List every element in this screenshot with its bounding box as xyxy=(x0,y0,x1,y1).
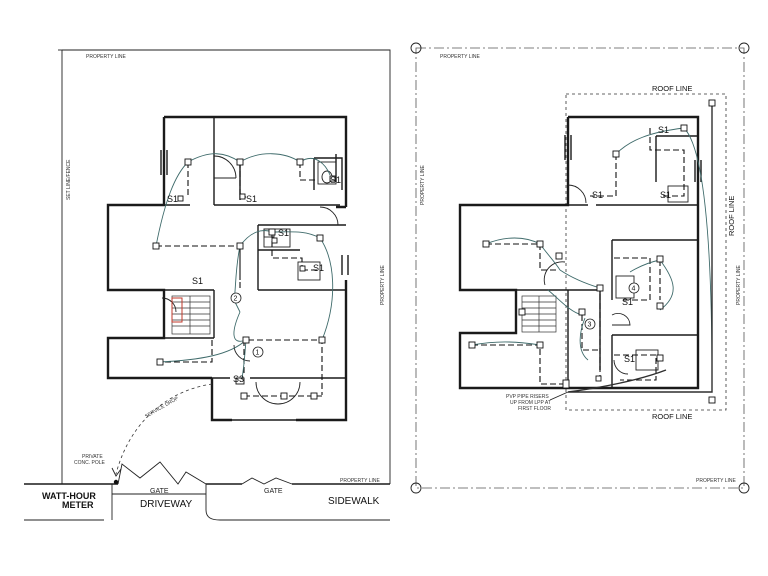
property-line-top-label: PROPERTY LINE xyxy=(86,54,126,60)
ground-s1-label: S1 xyxy=(278,228,289,238)
second-s1-label: S1 xyxy=(624,354,635,364)
second-circuit-number: 3 xyxy=(588,322,592,329)
house-inner-walls xyxy=(164,117,346,421)
ground-circuit-number: 2 xyxy=(234,296,238,303)
ground-s1-label: S1 xyxy=(330,175,341,185)
property-line-right-label: PROPERTY LINE xyxy=(380,265,386,305)
house-outer-walls xyxy=(458,115,700,390)
second-wiring-dashed xyxy=(472,128,685,385)
property-boundary xyxy=(61,49,391,484)
second-s1-label: S1 xyxy=(658,125,669,135)
ground-circuit-number: 1 xyxy=(256,350,260,357)
second-s1-label: S1 xyxy=(660,190,671,200)
second-stairs xyxy=(521,295,557,333)
roof-line-right-label: ROOF LINE xyxy=(727,196,736,236)
second-s1-label: S1 xyxy=(592,190,603,200)
second-floor-plan: PROPERTY LINE PROPERTY LINE PROPERTY LIN… xyxy=(410,42,750,494)
gate-2-label: GATE xyxy=(264,488,283,495)
ground-s1-label: S1 xyxy=(167,194,178,204)
second-circuit-number: 4 xyxy=(632,286,636,293)
property-line-bottom-label: PROPERTY LINE xyxy=(696,478,736,484)
second-wiring-curves xyxy=(471,127,713,381)
property-line-left-label: PROPERTY LINE xyxy=(420,165,426,205)
roof-line xyxy=(565,93,727,411)
ground-s1-label: S1 xyxy=(246,194,257,204)
driveway-label: DRIVEWAY xyxy=(140,499,193,510)
roof-line-top-label: ROOF LINE xyxy=(652,84,692,93)
ground-light-fixtures xyxy=(152,158,336,400)
second-light-fixtures xyxy=(468,99,716,404)
service-drop-label: SERVICE DROP xyxy=(144,395,180,419)
second-s1-label: S1 xyxy=(622,297,633,307)
ground-floor-plan: PROPERTY LINE PROPERTY LINE SET LINE/FEN… xyxy=(24,49,391,521)
meter-symbol xyxy=(113,479,119,485)
property-line-left-label: SET LINE/FENCE xyxy=(66,159,72,200)
gate-1-label: GATE xyxy=(150,488,169,495)
roof-line-bottom-label: ROOF LINE xyxy=(652,412,692,421)
property-line-right-label: PROPERTY LINE xyxy=(736,265,742,305)
ground-s1-label: S1 xyxy=(192,276,203,286)
house-outer-walls xyxy=(106,115,348,422)
house-inner-walls xyxy=(516,135,698,388)
service-drop-line xyxy=(115,383,213,475)
property-boundary xyxy=(415,47,745,489)
ground-s3-label: S3 xyxy=(233,374,244,384)
riser-feeder xyxy=(567,100,713,393)
sidewalk-label: SIDEWALK xyxy=(328,496,380,507)
ground-wiring-curves xyxy=(155,153,334,379)
ground-stairs xyxy=(171,295,211,335)
property-line-top-label: PROPERTY LINE xyxy=(440,54,480,60)
property-line-bottom-label: PROPERTY LINE xyxy=(340,478,380,484)
ground-s1-label: S1 xyxy=(313,263,324,273)
